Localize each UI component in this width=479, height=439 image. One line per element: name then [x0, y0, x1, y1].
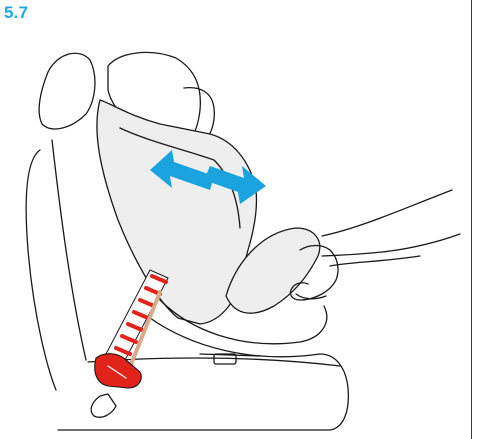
- parent-second-hand: [330, 256, 420, 266]
- vehicle-seat-back-inner: [52, 140, 86, 360]
- parent-arm-lower: [322, 234, 460, 256]
- vehicle-headrest: [39, 53, 95, 129]
- child-seat-base-lower: [150, 318, 320, 357]
- belt-buckle-stem: [91, 394, 116, 417]
- vehicle-seat-back: [26, 150, 56, 390]
- parent-arm-upper: [322, 190, 452, 236]
